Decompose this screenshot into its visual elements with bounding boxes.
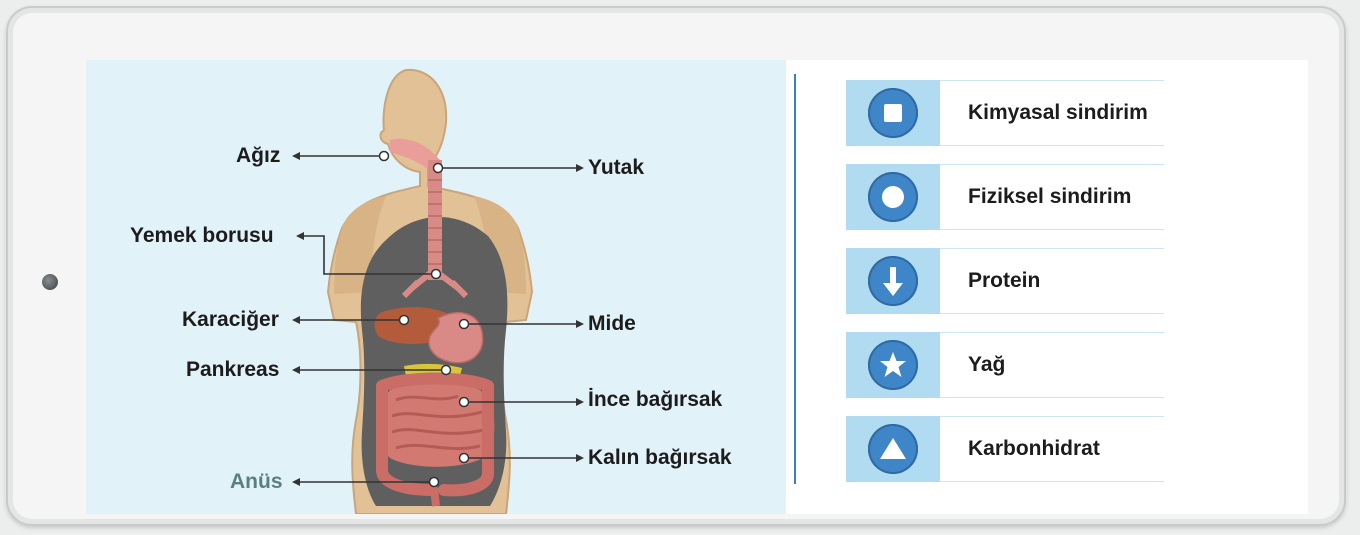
content-screen: Ağız Yutak Yemek borusu Karaciğer Mide P… bbox=[86, 60, 1308, 514]
label-kalin-bagirsak: Kalın bağırsak bbox=[588, 446, 732, 470]
legend-item-fiziksel-sindirim: Fiziksel sindirim bbox=[846, 164, 1164, 230]
circle-icon bbox=[868, 172, 918, 222]
legend-label: Protein bbox=[968, 269, 1040, 293]
legend-label: Yağ bbox=[968, 353, 1005, 377]
label-ince-bagirsak: İnce bağırsak bbox=[588, 388, 722, 412]
tablet-frame: Ağız Yutak Yemek borusu Karaciğer Mide P… bbox=[6, 6, 1346, 526]
triangle-icon bbox=[868, 424, 918, 474]
legend-badge bbox=[846, 80, 940, 146]
legend-badge bbox=[846, 248, 940, 314]
legend-label: Fiziksel sindirim bbox=[968, 185, 1131, 209]
label-pankreas: Pankreas bbox=[186, 358, 279, 382]
legend-item-kimyasal-sindirim: Kimyasal sindirim bbox=[846, 80, 1164, 146]
label-yutak: Yutak bbox=[588, 156, 644, 180]
square-icon bbox=[868, 88, 918, 138]
legend-label: Karbonhidrat bbox=[968, 437, 1100, 461]
small-intestine-shape bbox=[380, 381, 495, 467]
down-arrow-icon bbox=[868, 256, 918, 306]
legend-badge bbox=[846, 164, 940, 230]
legend-label: Kimyasal sindirim bbox=[968, 101, 1148, 125]
legend-item-protein: Protein bbox=[846, 248, 1164, 314]
label-agiz: Ağız bbox=[236, 144, 280, 168]
label-karaciger: Karaciğer bbox=[182, 308, 279, 332]
digestive-system-diagram: Ağız Yutak Yemek borusu Karaciğer Mide P… bbox=[86, 60, 786, 514]
legend-badge bbox=[846, 332, 940, 398]
divider-line bbox=[794, 74, 796, 484]
legend-badge bbox=[846, 416, 940, 482]
legend-item-yag: Yağ bbox=[846, 332, 1164, 398]
label-yemek-borusu: Yemek borusu bbox=[130, 224, 274, 248]
star-icon bbox=[868, 340, 918, 390]
legend-item-karbonhidrat: Karbonhidrat bbox=[846, 416, 1164, 482]
camera-icon bbox=[42, 274, 58, 290]
label-mide: Mide bbox=[588, 312, 636, 336]
label-anus: Anüs bbox=[230, 470, 283, 494]
